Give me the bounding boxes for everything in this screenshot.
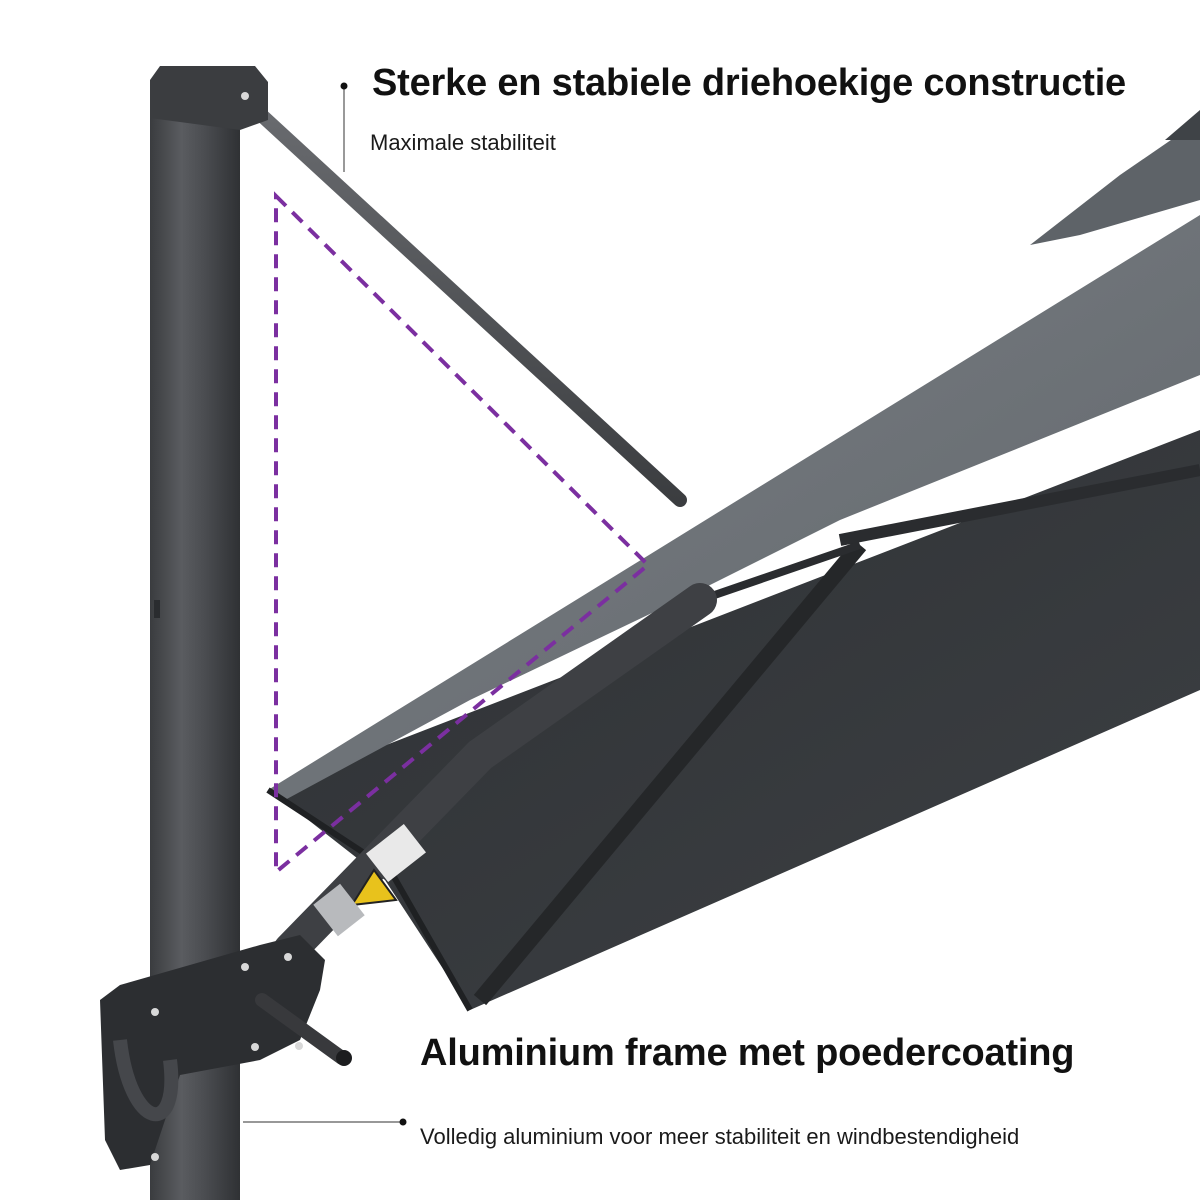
callout-dot-1 — [340, 82, 348, 90]
canopy-rib — [473, 539, 867, 1006]
canopy-underside — [270, 430, 1200, 1010]
canopy-top — [268, 215, 1200, 800]
support-strut — [238, 93, 687, 507]
arm-sticker — [366, 824, 426, 882]
canopy-rib — [698, 541, 862, 604]
canopy-rib — [838, 464, 1200, 546]
callout-dot-2 — [399, 1118, 407, 1126]
pole-cap — [150, 66, 268, 130]
bracket-grip — [113, 1039, 179, 1122]
feature-2-subtitle: Volledig aluminium voor meer stabiliteit… — [420, 1124, 1020, 1149]
feature-2-title: Aluminium frame met poedercoating — [420, 1032, 1075, 1074]
triangle-overlay — [274, 191, 651, 877]
canopy-vent — [1030, 120, 1200, 245]
feature-1-subtitle: Maximale stabiliteit — [370, 130, 556, 155]
tilt-lever — [255, 993, 349, 1065]
feature-1-title: Sterke en stabiele driehoekige construct… — [372, 62, 1126, 104]
canopy-arm — [273, 583, 717, 967]
warning-label — [350, 868, 398, 907]
